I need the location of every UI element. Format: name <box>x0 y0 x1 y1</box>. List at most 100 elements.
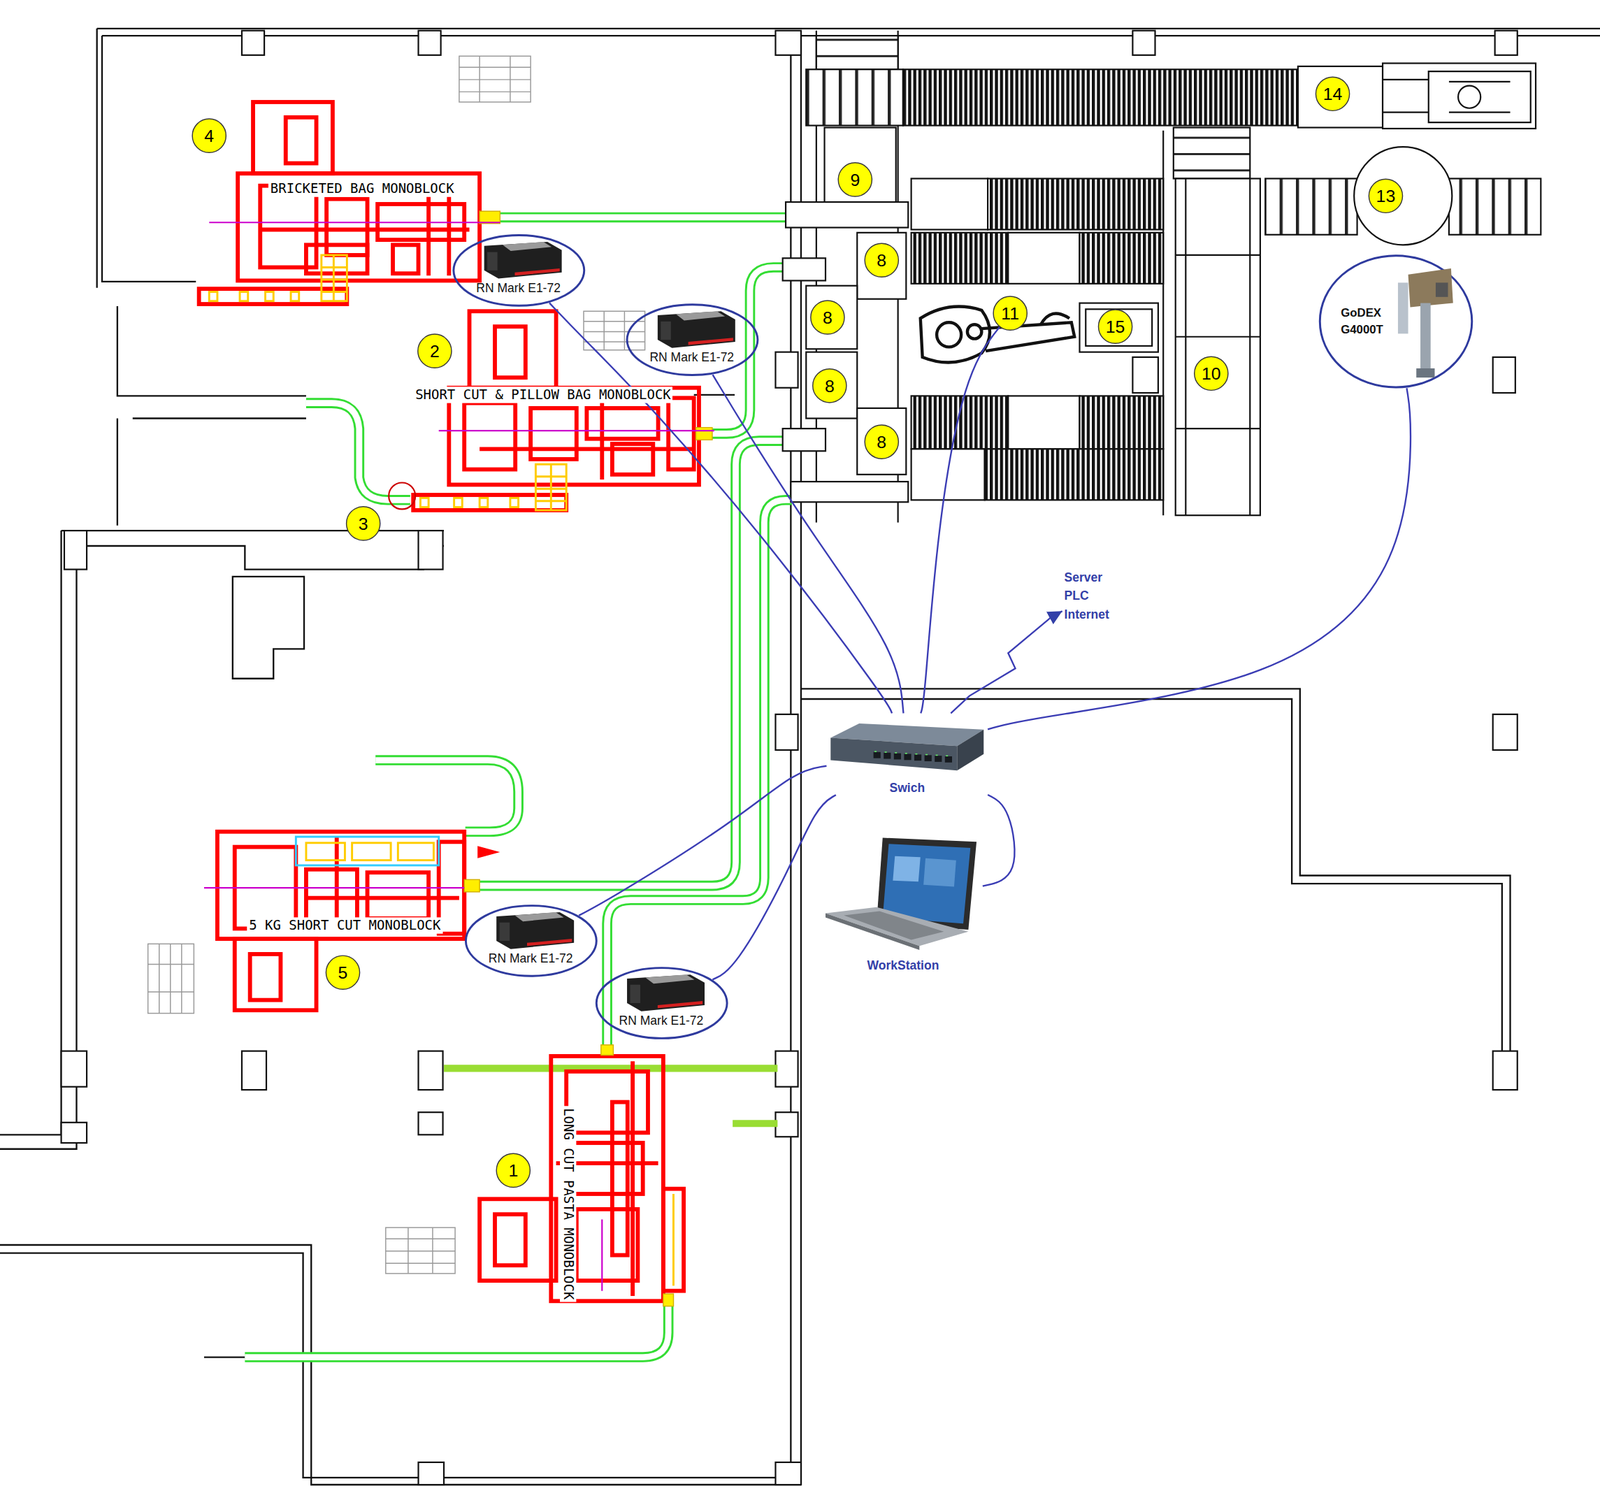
device-icon <box>873 752 881 759</box>
conveyor-line <box>698 267 788 434</box>
node-text: 15 <box>1105 318 1126 336</box>
node-outline <box>596 968 727 1039</box>
robot-conveyor <box>816 35 899 70</box>
building-pillar <box>775 30 801 56</box>
machine-label: LONG CUT PASTA MONOBLOCK <box>560 1105 577 1302</box>
device-icon <box>894 752 897 753</box>
callout-number: 4 <box>191 118 227 154</box>
robot-conveyor <box>1173 127 1250 179</box>
packing-machine <box>285 117 317 164</box>
node-text: WorkStation <box>867 957 940 973</box>
robot-conveyor <box>1007 232 1080 284</box>
network-cable <box>987 387 1411 730</box>
robot-conveyor <box>782 428 826 451</box>
robot-conveyor <box>1449 178 1541 235</box>
machine-detail <box>352 842 391 861</box>
building-pillar <box>61 30 1518 1485</box>
packing-machine <box>668 397 694 470</box>
machine-detail <box>479 497 488 507</box>
machine-detail <box>388 482 416 509</box>
building-wall <box>97 28 197 288</box>
device-icon <box>945 756 953 763</box>
packing-machine <box>612 1102 628 1256</box>
device-icon <box>956 729 984 771</box>
callout-number: 8 <box>863 242 899 278</box>
robot-arm <box>967 324 982 339</box>
device-icon <box>1416 368 1435 378</box>
building-pillar <box>418 1112 444 1135</box>
packing-machine <box>392 244 418 274</box>
device-icon <box>626 974 704 1012</box>
machine-label: 5 KG SHORT CUT MONOBLOCK <box>246 917 443 934</box>
device-icon <box>495 912 574 950</box>
device-icon <box>1397 268 1454 378</box>
building-pillar <box>241 30 265 56</box>
device-icon <box>874 750 877 752</box>
machine-detail <box>204 222 715 1291</box>
packing-machine <box>566 1071 648 1134</box>
label-printer-ellipse: GoDEX G4000T <box>1318 253 1474 389</box>
robot-conveyor <box>785 202 908 228</box>
device-icon <box>495 912 574 950</box>
conveyor-line <box>244 217 792 1358</box>
device-icon <box>660 321 672 340</box>
robot-conveyor <box>856 232 906 300</box>
device-icon <box>882 843 971 924</box>
node-outline <box>463 903 597 978</box>
building-wall <box>117 306 307 526</box>
pallet <box>459 55 531 103</box>
robot-arm <box>981 322 1075 351</box>
packing-machine <box>199 102 699 1301</box>
device-icon <box>945 755 948 757</box>
robot-conveyor <box>805 352 857 419</box>
packing-machine <box>586 408 658 439</box>
conveyor-line <box>698 267 788 434</box>
node-text: 8 <box>876 251 887 270</box>
robot-conveyor <box>856 408 906 475</box>
building-wall <box>204 394 735 1358</box>
device-icon <box>843 911 944 941</box>
packing-machine <box>234 938 317 1011</box>
machine-detail <box>464 879 480 892</box>
device-icon <box>501 241 551 251</box>
robot-conveyor <box>805 69 904 126</box>
building-pillar <box>775 352 798 388</box>
callout-number: 11 <box>992 295 1028 331</box>
packing-machine <box>464 403 516 470</box>
device-icon <box>830 737 957 771</box>
robot-conveyor <box>1079 232 1164 284</box>
device-icon <box>687 337 733 345</box>
packing-machine <box>494 326 526 378</box>
conveyor-line <box>244 217 792 1358</box>
machine-detail <box>672 1193 675 1286</box>
network-cable <box>578 766 827 916</box>
packing-machine <box>253 102 333 174</box>
pallet <box>148 943 195 1013</box>
building-pillar <box>1495 30 1518 56</box>
device-icon <box>825 838 977 951</box>
machine-detail <box>290 292 300 302</box>
device-icon <box>883 752 891 760</box>
conveyor-line <box>375 760 518 832</box>
network-cable <box>950 610 1062 713</box>
node-text: 9 <box>849 171 860 189</box>
building-pillar <box>241 1051 267 1090</box>
node-text: 5 <box>338 963 349 982</box>
machine-detail <box>295 836 439 866</box>
robot-conveyor <box>1162 130 1164 516</box>
machine-detail <box>239 292 249 302</box>
robot-arm <box>1040 313 1070 325</box>
device-icon <box>1408 268 1454 307</box>
network-cable <box>712 374 904 713</box>
building-wall <box>97 28 1600 36</box>
node-text: 4 <box>204 127 214 145</box>
machine-detail <box>479 211 500 224</box>
node-text: 2 <box>429 342 440 360</box>
packing-machine <box>306 836 460 929</box>
robot-conveyor <box>1007 395 1080 449</box>
packing-machine <box>260 183 470 276</box>
building-pillar <box>418 30 442 56</box>
robot-conveyor <box>824 127 897 203</box>
